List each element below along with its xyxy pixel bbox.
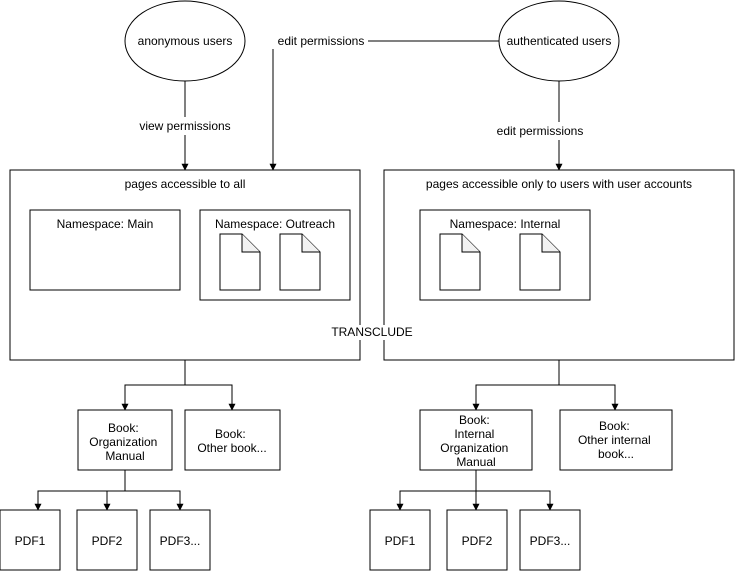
area-public-pages-label: pages accessible to all	[125, 177, 246, 191]
pdf-left-2-label: PDF2	[92, 534, 123, 548]
svg-text:Book: Organization: Book: Organization Manual	[89, 421, 160, 463]
namespace-internal-label: Namespace: Internal	[450, 217, 561, 231]
edge-labels: view permissions edit permissions edit p…	[134, 33, 589, 140]
book-internal-line-3: Organization	[440, 441, 508, 455]
pdf-right-3: PDF3...	[519, 509, 581, 571]
book-other-internal-line-3: book...	[598, 447, 634, 461]
edge-private-book-other	[559, 384, 619, 411]
node-authenticated-users: authenticated users	[498, 0, 620, 82]
book-organization-manual: Book: Organization Manual	[77, 409, 173, 471]
pdf-left-3: PDF3...	[149, 509, 211, 571]
book-internal-line-4: Manual	[456, 455, 495, 469]
book-org-line-2: Organization	[89, 435, 157, 449]
pdf-right-1-label: PDF1	[385, 534, 416, 548]
book-other-internal-line-2: Other internal	[578, 433, 651, 447]
namespace-outreach: Namespace: Outreach	[199, 209, 351, 301]
label-edit-permissions-top: edit permissions	[278, 34, 365, 48]
area-public-pages: pages accessible to all Namespace: Main …	[9, 169, 361, 361]
book-org-line-3: Manual	[105, 449, 144, 463]
svg-text:Book: Internal Org: Book: Internal Organization Manual	[440, 413, 511, 469]
svg-text:Book: Other internal: Book: Other internal book...	[578, 419, 654, 461]
pdf-left-1: PDF1	[0, 509, 61, 571]
edge-auth-edit-public	[269, 40, 500, 171]
pdf-right-2-label: PDF2	[462, 534, 493, 548]
namespace-main: Namespace: Main	[29, 209, 181, 291]
node-authenticated-users-label: authenticated users	[507, 34, 612, 48]
edge-book-pdfs-left	[34, 470, 126, 511]
edge-private-books	[472, 360, 560, 411]
edge-public-books	[121, 360, 186, 411]
book-internal-line-1: Book:	[459, 413, 490, 427]
book-other: Book: Other book...	[184, 409, 281, 471]
book-other-line-1: Book:	[215, 427, 246, 441]
book-org-line-1: Book:	[108, 421, 139, 435]
svg-text:Book: Other book...: Book: Other book...	[197, 427, 266, 455]
namespace-main-label: Namespace: Main	[57, 217, 154, 231]
label-transclude: TRANSCLUDE	[331, 325, 412, 339]
edge-public-book-other	[185, 384, 236, 411]
pdf-left-1-label: PDF1	[15, 534, 46, 548]
book-other-line-2: Other book...	[197, 441, 266, 455]
pdf-right-1: PDF1	[369, 509, 431, 571]
edge-book-pdfs-right	[396, 470, 477, 511]
area-private-pages-label: pages accessible only to users with user…	[426, 177, 692, 191]
pdf-left-3-label: PDF3...	[160, 534, 201, 548]
node-anonymous-users-label: anonymous users	[138, 34, 233, 48]
book-internal-organization-manual: Book: Internal Organization Manual	[419, 409, 533, 471]
pdf-right-2: PDF2	[446, 509, 508, 571]
edge-book-pdf3-left	[125, 490, 184, 511]
namespace-outreach-label: Namespace: Outreach	[215, 217, 335, 231]
node-anonymous-users: anonymous users	[124, 0, 246, 82]
namespace-internal: Namespace: Internal	[419, 209, 591, 301]
pdf-left-2: PDF2	[76, 509, 138, 571]
book-other-internal: Book: Other internal book...	[559, 409, 673, 471]
pdf-right-3-label: PDF3...	[530, 534, 571, 548]
label-view-permissions: view permissions	[139, 119, 230, 133]
label-edit-permissions-right: edit permissions	[497, 124, 584, 138]
edge-book-pdf3-right	[476, 490, 554, 511]
book-internal-line-2: Internal	[454, 427, 494, 441]
area-private-pages: pages accessible only to users with user…	[383, 169, 735, 361]
book-other-internal-line-1: Book:	[599, 419, 630, 433]
